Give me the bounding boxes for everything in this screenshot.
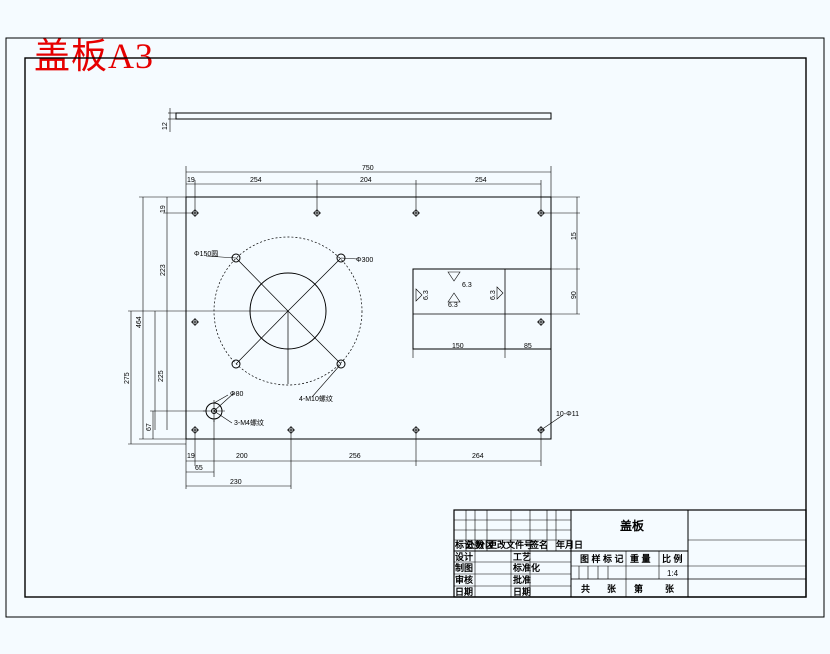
threaded-hole xyxy=(336,359,346,369)
label-page-suffix: 张 xyxy=(665,583,675,594)
label-large-circle: Φ300 xyxy=(356,257,373,264)
dim-left-275: 275 xyxy=(124,372,131,384)
title-block xyxy=(453,509,807,598)
perimeter-hole xyxy=(191,318,199,326)
dim-top-2: 204 xyxy=(360,177,372,184)
dim-cutout-150: 150 xyxy=(452,343,464,350)
label-stage-mark: 图 样 标 记 xyxy=(580,553,624,564)
dim-right-90: 90 xyxy=(571,291,578,299)
perimeter-hole xyxy=(537,318,545,326)
header-count: 处数 xyxy=(465,539,485,550)
label-small-circle: Φ80 xyxy=(230,391,243,398)
dim-bottom-offset-b: 230 xyxy=(230,479,242,486)
dim-bottom-2: 256 xyxy=(349,453,361,460)
dim-left-67: 67 xyxy=(146,423,153,431)
threaded-hole xyxy=(231,359,241,369)
header-date: 年月日 xyxy=(556,539,583,550)
label-three-holes: 3-M4螺纹 xyxy=(234,418,264,427)
row-standardize: 标准化 xyxy=(512,562,540,573)
roughness-b: 6.3 xyxy=(448,302,458,309)
label-total-prefix: 共 xyxy=(581,583,590,594)
cutout-pocket xyxy=(412,268,552,350)
label-page-prefix: 第 xyxy=(634,583,643,594)
label-four-holes: 4-M10螺纹 xyxy=(299,394,333,403)
dim-right-15: 15 xyxy=(571,232,578,240)
perimeter-holes xyxy=(191,209,545,434)
outer-sheet-border xyxy=(5,37,825,618)
plate-outline xyxy=(185,196,552,440)
label-perimeter-holes: 10-Φ11 xyxy=(556,411,579,418)
roughness-d: 6.3 xyxy=(490,290,497,300)
label-ratio: 比 例 xyxy=(662,553,683,564)
scale-value: 1:4 xyxy=(667,569,679,578)
label-weight: 重 量 xyxy=(630,553,651,564)
dimension-lines xyxy=(128,166,580,489)
part-name: 盖板 xyxy=(620,518,645,533)
main-view xyxy=(185,196,552,440)
row-approve: 批准 xyxy=(513,574,531,585)
row-draw: 制图 xyxy=(455,562,473,573)
dim-top-0: 19 xyxy=(187,177,195,184)
dim-overall-width: 750 xyxy=(362,165,374,172)
roughness-c: 6.3 xyxy=(423,290,430,300)
row-design: 设计 xyxy=(455,551,473,562)
header-change-doc: 更改文件号 xyxy=(488,539,533,550)
dim-top-3: 254 xyxy=(475,177,487,184)
dim-bottom-3: 264 xyxy=(472,453,484,460)
row-process: 工艺 xyxy=(513,551,531,562)
dim-bottom-0: 19 xyxy=(187,453,195,460)
label-bolt-circle: Φ150圆 xyxy=(194,250,218,258)
header-zone: 分区 xyxy=(476,539,494,550)
row-date: 日期 xyxy=(513,586,531,597)
header-mark: 标记 xyxy=(454,539,473,550)
dim-left-223: 223 xyxy=(160,264,167,276)
drawing-stamp-label: 盖板A3 xyxy=(34,36,154,76)
roughness-symbols xyxy=(415,271,504,303)
inner-drawing-border xyxy=(24,57,807,598)
row-date-left: 日期 xyxy=(455,586,473,597)
dim-bottom-offset-a: 65 xyxy=(195,465,203,472)
dim-left-225: 225 xyxy=(158,370,165,382)
dim-cutout-85: 85 xyxy=(524,343,532,350)
label-sheets: 张 xyxy=(607,583,617,594)
title-block-text: 盖板 标记 处数 分区 更改文件号 签名 年月日 设计 制图 审核 日期 工艺 … xyxy=(454,518,683,597)
roughness-a: 6.3 xyxy=(462,282,472,289)
dimension-text: 750 19 254 204 254 19 200 256 264 65 230… xyxy=(124,165,579,486)
dim-top-1: 254 xyxy=(250,177,262,184)
dim-bottom-1: 200 xyxy=(236,453,248,460)
side-view-thickness-label: 12 xyxy=(162,122,169,130)
side-view xyxy=(168,108,552,132)
dim-left-464: 464 xyxy=(136,316,143,328)
dim-left-19: 19 xyxy=(160,205,167,213)
header-signature: 签名 xyxy=(529,539,548,550)
row-check: 审核 xyxy=(455,574,473,585)
